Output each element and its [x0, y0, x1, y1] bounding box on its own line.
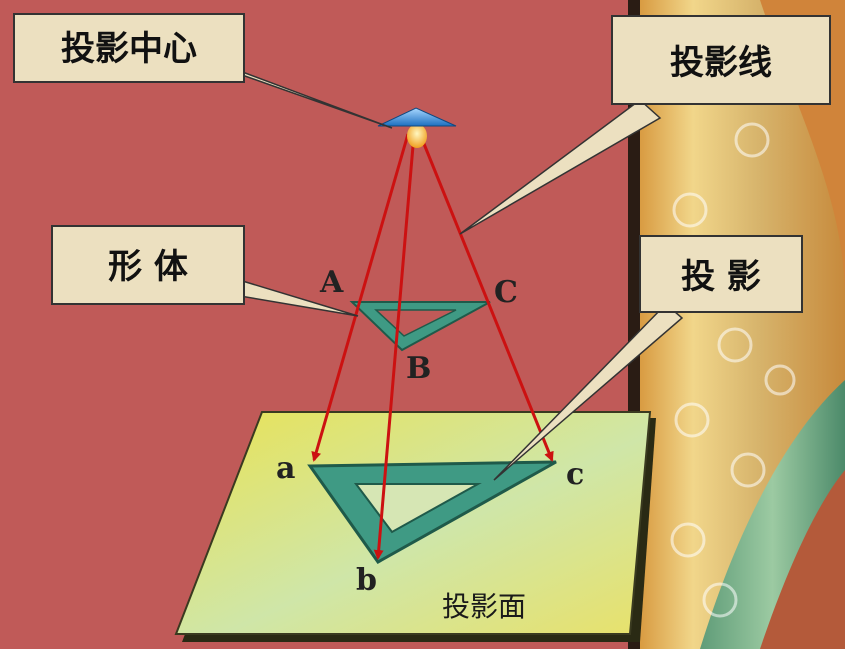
vertex-label-a: a	[276, 451, 295, 486]
vertex-label-b: b	[356, 563, 377, 598]
callout-projection-line-label: 投影线	[670, 43, 772, 83]
object-triangle	[349, 301, 491, 352]
callout-projection-line: 投影线	[459, 15, 831, 235]
callout-object: 形 体	[51, 225, 359, 317]
callout-projection-center: 投影中心	[13, 13, 393, 129]
vertex-label-B: B	[406, 351, 431, 386]
projection-rays	[311, 133, 554, 560]
callout-projection: 投 影	[493, 235, 803, 481]
callout-projection-label: 投 影	[681, 257, 761, 297]
projection-plane-label: 投影面	[442, 590, 526, 623]
vertex-label-A: A	[319, 265, 344, 300]
vertex-label-c: c	[566, 457, 584, 492]
projection-center-lamp-icon	[377, 107, 457, 148]
projected-triangle	[307, 460, 557, 564]
callout-projection-center-label: 投影中心	[61, 29, 197, 69]
vertex-label-C: C	[494, 275, 518, 310]
callout-object-label: 形 体	[108, 247, 188, 287]
